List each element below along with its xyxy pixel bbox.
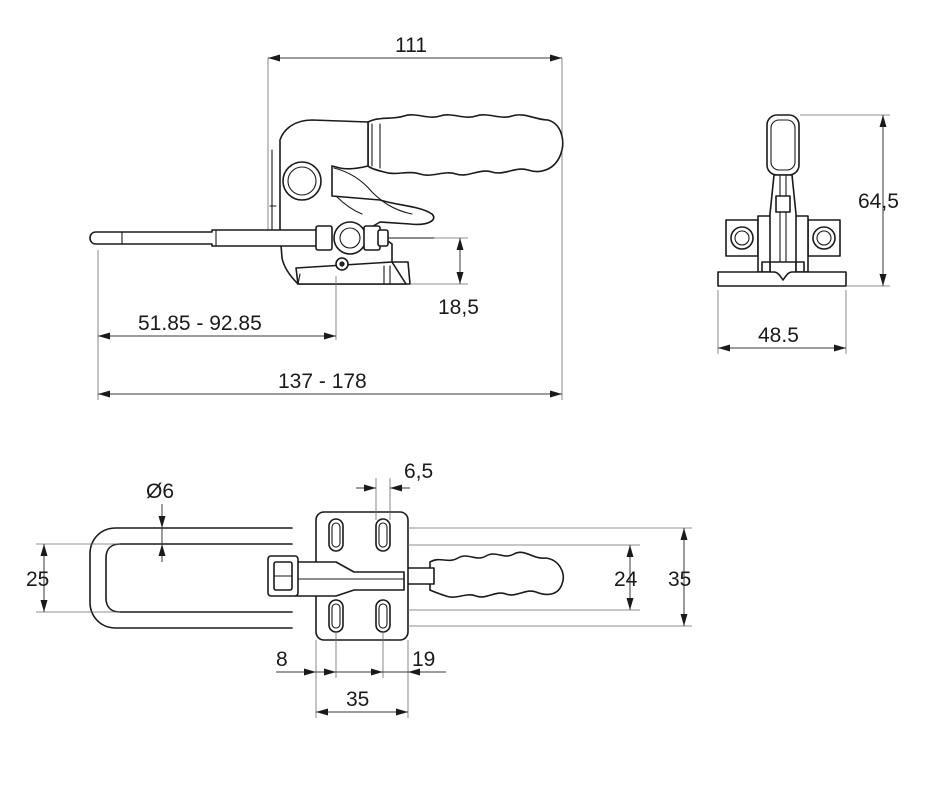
pivot-hole [282,161,322,201]
dim-111: 111 [395,34,427,57]
slot-top-left [328,518,344,552]
dim-front-width: 48.5 [758,324,799,347]
dim-slot-offset: 8 [276,648,288,671]
handle-grip [367,114,564,176]
dim-overall-length: 137 - 178 [278,370,367,393]
dim-hole-spacing-vertical: 24 [614,568,638,591]
front-view [717,114,890,354]
plunger-rod [89,229,321,247]
slot-bottom-left [328,599,344,633]
dim-slot-width: 6,5 [404,460,433,483]
dim-front-height: 64,5 [858,190,899,213]
dim-stroke-range: 51.85 - 92.85 [138,312,262,335]
u-bar-inner [105,543,293,613]
dim-bar-span: 25 [26,568,49,591]
dim-slot-pitch: 19 [412,648,435,671]
side-view [89,54,564,400]
dim-bar-diameter: Ø6 [146,480,174,503]
top-handle-grip [429,551,564,598]
ball-joint [333,221,367,255]
top-view [36,478,692,718]
slot-top-right [375,518,391,552]
slot-bottom-right [375,599,391,633]
dim-base-height: 18,5 [438,296,479,319]
dim-base-width: 35 [346,688,369,711]
front-base [717,271,847,287]
dim-base-height-top: 35 [668,568,691,591]
